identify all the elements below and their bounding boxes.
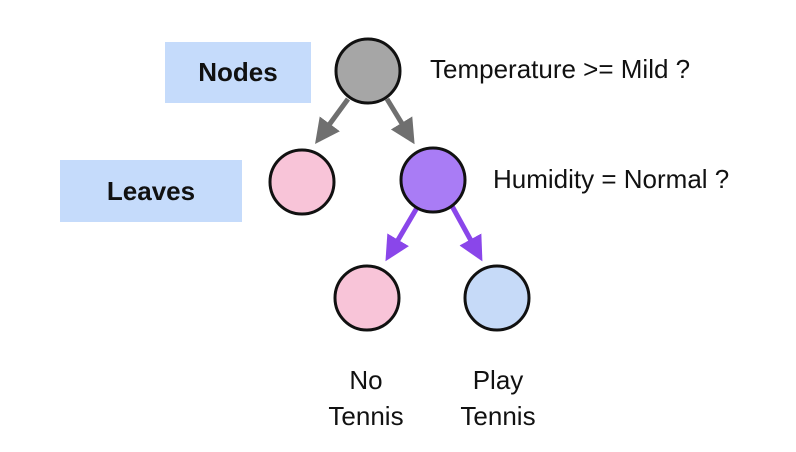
edge-root-to-left-leaf [315, 97, 351, 145]
no-tennis-caption-line2: Tennis [328, 401, 404, 431]
edge-inner-to-no-tennis [385, 204, 421, 262]
edge-root-to-inner-node [384, 97, 415, 145]
inner-question-text: Humidity = Normal ? [493, 164, 730, 194]
play-tennis-caption: Play Tennis [433, 362, 563, 434]
root-node [334, 37, 402, 105]
nodes-label: Nodes [198, 57, 278, 87]
play-tennis-caption-line2: Tennis [460, 401, 536, 431]
left-leaf-node [268, 148, 336, 216]
no-tennis-leaf-node [333, 264, 401, 332]
play-tennis-caption-line1: Play [472, 365, 524, 395]
no-tennis-caption: No Tennis [301, 362, 431, 434]
root-question-text: Temperature >= Mild ? [430, 54, 691, 84]
leaves-label-box: Leaves [60, 160, 242, 222]
no-tennis-caption-line1: No [349, 365, 383, 395]
play-tennis-leaf-node [463, 264, 531, 332]
edge-inner-to-play-tennis [449, 204, 483, 262]
inner-node [399, 146, 467, 214]
leaves-label: Leaves [106, 175, 196, 206]
nodes-label-box: Nodes [165, 42, 311, 103]
